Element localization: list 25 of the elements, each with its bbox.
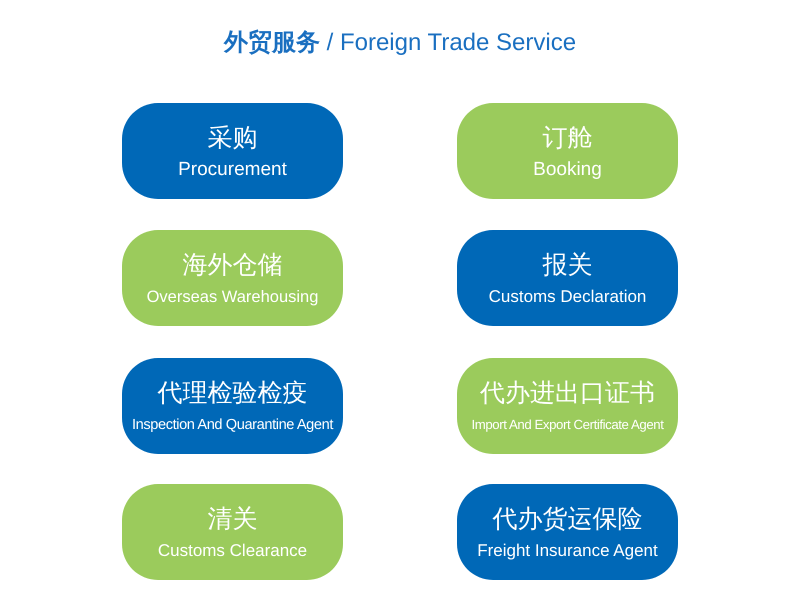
service-tile — [457, 230, 678, 326]
chinese-service-name: 海外仓储 — [182, 250, 282, 280]
english-service-name: Freight Insurance Agent — [477, 540, 658, 562]
chinese-service-name: 代办进出口证书 — [480, 378, 655, 408]
chinese-service-name: 采购 — [208, 122, 258, 152]
service-tile — [122, 103, 343, 199]
english-service-name: Booking — [533, 158, 602, 182]
english-service-name: Overseas Warehousing — [146, 286, 318, 308]
service-tile — [122, 230, 343, 326]
service-tile — [457, 484, 678, 580]
service-tile — [457, 103, 678, 199]
english-service-name: Inspection And Quarantine Agent — [132, 416, 333, 434]
english-service-name: Import And Export Certificate Agent — [472, 416, 664, 434]
chinese-service-name: 清关 — [208, 504, 258, 534]
service-tile — [122, 484, 343, 580]
page-title: 外贸服务 / Foreign Trade Service — [224, 29, 576, 56]
chinese-service-name: 订舱 — [542, 122, 592, 152]
english-service-name: Customs Clearance — [158, 540, 308, 562]
chinese-service-name: 代办货运保险 — [492, 504, 642, 534]
service-tile — [457, 358, 678, 454]
english-service-name: Customs Declaration — [488, 286, 646, 308]
chinese-service-name: 代理检验检疫 — [158, 378, 308, 408]
service-tile — [122, 358, 343, 454]
chinese-service-name: 报关 — [542, 250, 592, 280]
english-service-name: Procurement — [178, 158, 287, 182]
